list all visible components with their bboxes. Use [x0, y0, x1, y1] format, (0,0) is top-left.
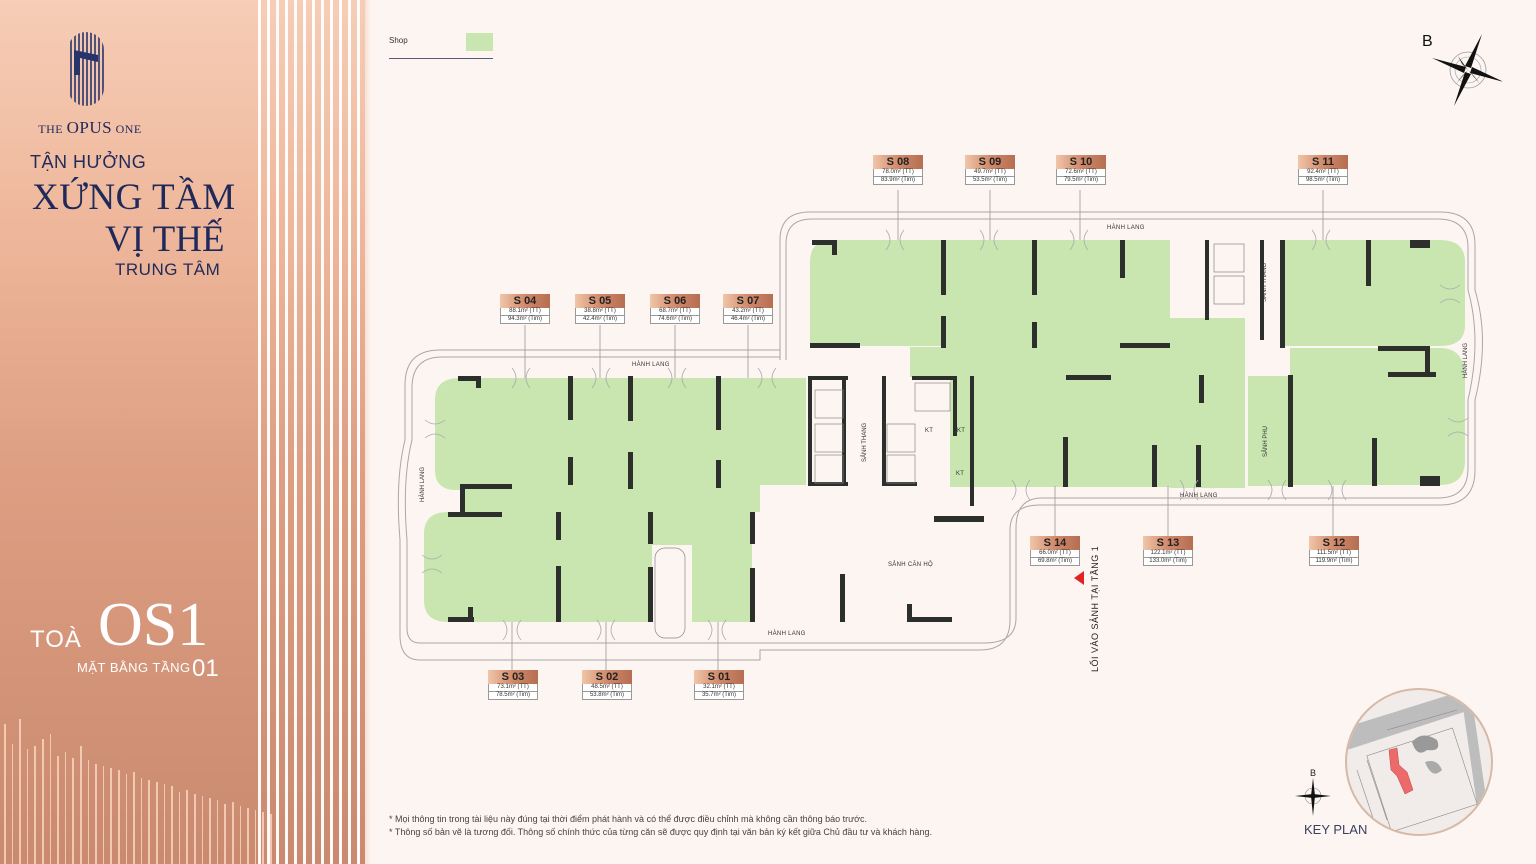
floor-number: 01	[192, 655, 219, 682]
decorative-bar	[239, 806, 242, 864]
tower-os1-highlight	[1388, 747, 1414, 795]
corridor-label: HÀNH LANG	[632, 362, 670, 368]
decorative-bar	[178, 792, 181, 864]
north-compass-icon: B	[1422, 33, 1502, 106]
decorative-bars	[0, 719, 272, 864]
unit-tag-s12[interactable]: S 12 111.5m² (TT) 119.9m² (Tim)	[1309, 536, 1359, 566]
brand-panel: THE OPUS ONE TẬN HƯỞNG XỨNG TẦM VỊ THẾ T…	[0, 0, 365, 864]
technical-room-label: KT	[956, 471, 965, 477]
corridor-label: HÀNH LANG	[420, 466, 426, 502]
decorative-bar	[133, 772, 135, 864]
decorative-bar	[163, 784, 166, 864]
corridor-label: HÀNH LANG	[1180, 493, 1218, 499]
svg-text:B: B	[1422, 33, 1433, 50]
tagline-line-4: TRUNG TÂM	[115, 260, 221, 279]
floor-label: MẶT BẰNG TẦNG	[77, 660, 191, 675]
tagline-line-2: XỨNG TẦM	[32, 177, 236, 218]
legend: Shop	[389, 33, 493, 59]
decorative-bar	[80, 746, 82, 864]
unit-tag-s10[interactable]: S 10 72.6m² (TT) 79.5m² (Tim)	[1056, 155, 1106, 185]
decorative-bar	[186, 790, 188, 864]
decorative-bar	[95, 764, 97, 864]
decorative-bar	[216, 800, 219, 864]
decorative-bar	[232, 802, 234, 864]
tagline-line-1: TẬN HƯỞNG	[30, 152, 147, 172]
decorative-bar	[171, 786, 173, 864]
unit-tag-s05[interactable]: S 05 38.8m² (TT) 42.4m² (Tim)	[575, 294, 625, 324]
unit-tag-s14[interactable]: S 14 66.0m² (TT) 69.8m² (Tim)	[1030, 536, 1080, 566]
decorative-bar	[11, 744, 14, 864]
unit-tag-s08[interactable]: S 08 78.0m² (TT) 83.9m² (Tim)	[873, 155, 923, 185]
apartment-lobby-label: SẢNH CĂN HỘ	[888, 562, 933, 568]
decorative-bar	[102, 766, 105, 864]
decorative-bar	[254, 810, 257, 864]
technical-room-label: KT	[925, 428, 934, 434]
brand-logo-text: THE OPUS ONE	[38, 118, 142, 137]
decorative-bar	[156, 782, 158, 864]
secondary-lobby-label: SẢNH PHỤ	[1263, 425, 1269, 457]
corridor-label: HÀNH LANG	[1463, 342, 1469, 378]
svg-text:B: B	[1310, 768, 1316, 778]
site-plan-drawing	[1347, 690, 1491, 834]
decorative-bar	[49, 734, 52, 864]
decorative-bar	[209, 798, 211, 864]
elevator-lobby-label: SẢNH THANG	[1262, 262, 1268, 302]
panel-edge	[365, 0, 371, 864]
note-line: * Mọi thông tin trong tài liệu này đúng …	[389, 814, 868, 824]
tower-name: OS1	[98, 591, 209, 659]
corridor-label: HÀNH LANG	[1107, 225, 1145, 231]
entrance-arrow-icon	[1074, 571, 1084, 585]
unit-tag-s11[interactable]: S 11 92.4m² (TT) 98.5m² (Tim)	[1298, 155, 1348, 185]
key-plan-compass-icon: B	[1295, 768, 1331, 816]
decorative-bar	[262, 812, 264, 864]
decorative-bar	[72, 758, 74, 864]
note-line: * Thông số bản vẽ là tương đối. Thông số…	[389, 827, 932, 837]
decorative-bar	[118, 770, 120, 864]
corridor-label: HÀNH LANG	[768, 631, 806, 637]
unit-tag-s13[interactable]: S 13 122.1m² (TT) 133.0m² (Tim)	[1143, 536, 1193, 566]
decorative-bar	[125, 774, 128, 864]
decorative-bar	[201, 796, 204, 864]
unit-tag-s03[interactable]: S 03 73.1m² (TT) 78.5m² (Tim)	[488, 670, 538, 700]
decorative-bar	[247, 808, 249, 864]
decorative-bar	[87, 760, 90, 864]
decorative-bar	[4, 724, 6, 864]
decorative-bar	[19, 719, 21, 864]
decorative-bar	[148, 780, 150, 864]
entrance-label: LỐI VÀO SẢNH TẠI TẦNG 1	[1090, 545, 1100, 672]
key-plan-label: KEY PLAN	[1304, 822, 1368, 837]
decorative-bar	[140, 778, 143, 864]
decorative-bar	[57, 756, 59, 864]
decorative-bar	[110, 768, 112, 864]
decorative-bar	[194, 794, 196, 864]
decorative-bar	[42, 739, 44, 864]
unit-tag-s04[interactable]: S 04 88.1m² (TT) 94.3m² (Tim)	[500, 294, 550, 324]
legend-label-shop: Shop	[389, 36, 408, 45]
unit-tag-s07[interactable]: S 07 43.2m² (TT) 46.4m² (Tim)	[723, 294, 773, 324]
unit-tag-s02[interactable]: S 02 48.5m² (TT) 53.8m² (Tim)	[582, 670, 632, 700]
elevator-lobby-label: SẢNH THANG	[862, 422, 868, 462]
decorative-bar	[64, 752, 67, 864]
unit-tag-s09[interactable]: S 09 49.7m² (TT) 53.5m² (Tim)	[965, 155, 1015, 185]
technical-room-label: KT	[957, 428, 966, 434]
legend-swatch-shop	[466, 33, 493, 51]
tower-prefix: TOÀ	[30, 626, 82, 653]
disclaimer-notes: * Mọi thông tin trong tài liệu này đúng …	[389, 813, 932, 839]
decorative-bar	[34, 746, 36, 864]
decorative-bar	[224, 804, 226, 864]
key-plan-map	[1345, 688, 1493, 836]
unit-tag-s06[interactable]: S 06 68.7m² (TT) 74.6m² (Tim)	[650, 294, 700, 324]
decorative-bar	[270, 814, 272, 864]
tagline-line-3: VỊ THẾ	[105, 219, 225, 260]
decorative-bar	[26, 749, 29, 864]
decorative-stripes	[258, 0, 365, 864]
unit-tag-s01[interactable]: S 01 32.1m² (TT) 35.7m² (Tim)	[694, 670, 744, 700]
opus-logo-icon	[70, 32, 104, 106]
